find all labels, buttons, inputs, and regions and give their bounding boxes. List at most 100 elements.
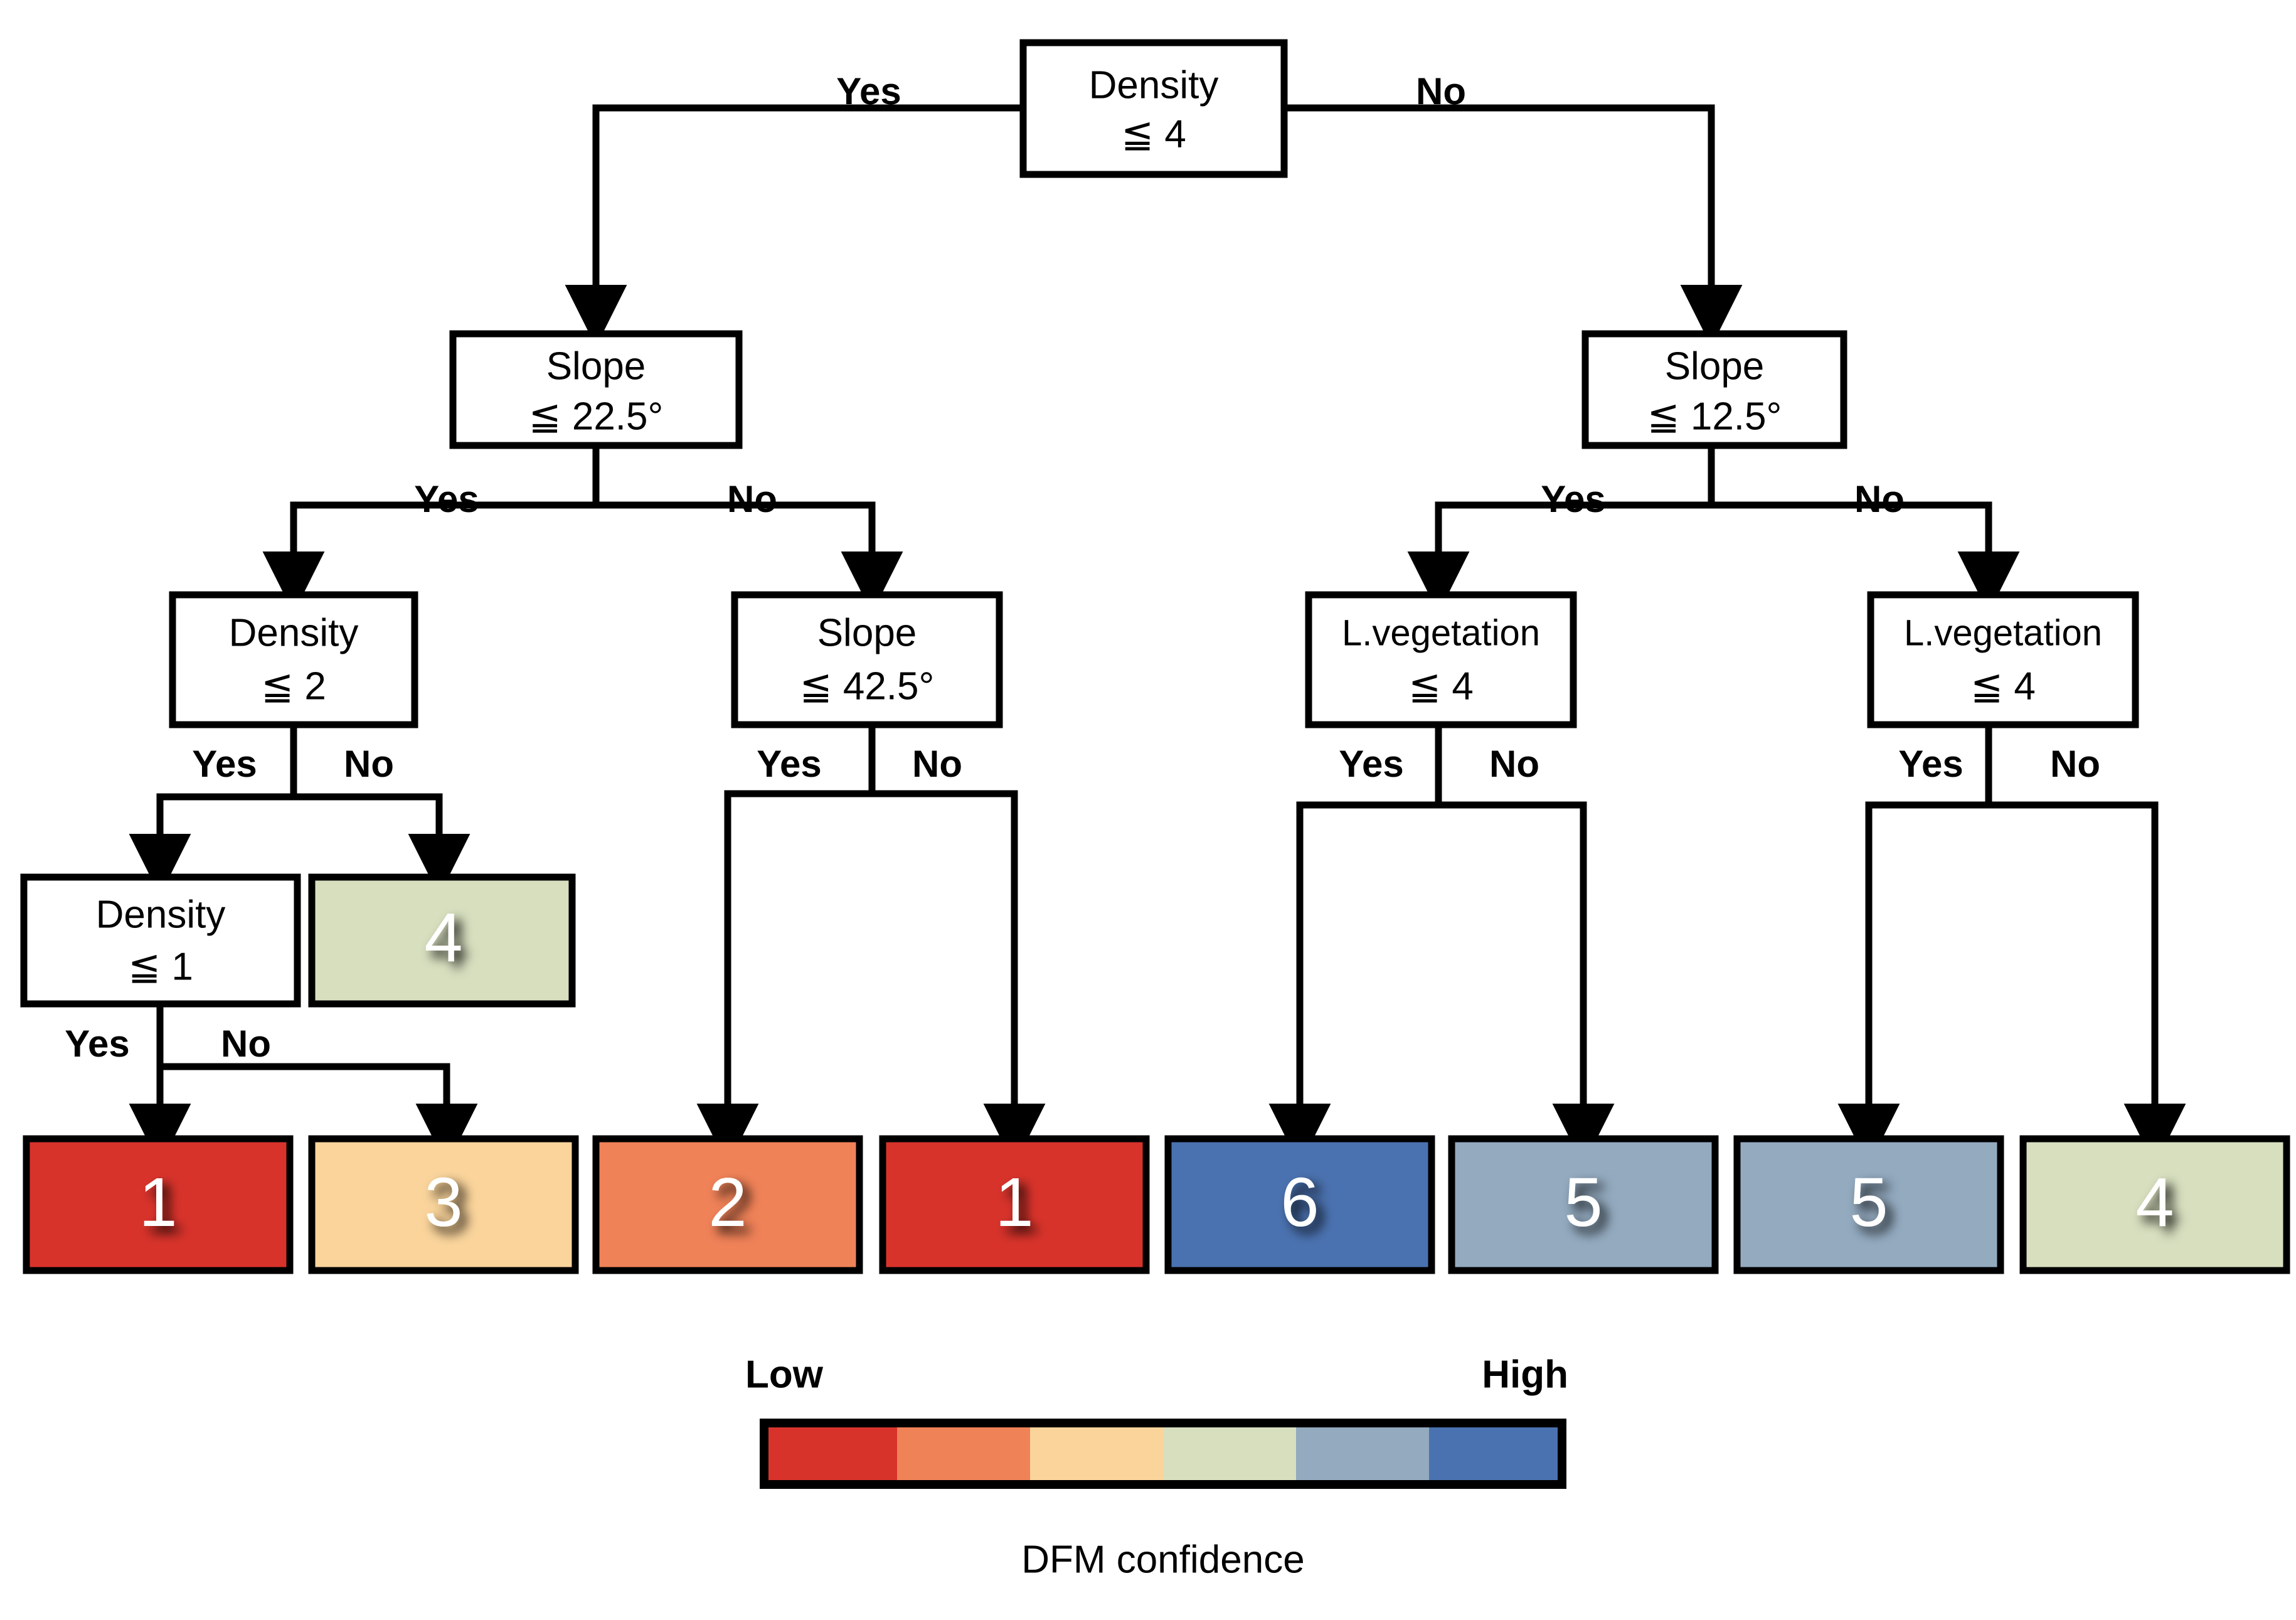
leaf-6-value: 6: [1280, 1164, 1319, 1241]
colorbar-swatch-3: [1030, 1423, 1163, 1484]
leaf-row: 1 3 2 1 6 5 5: [23, 1135, 2290, 1274]
node-lveg-right-box[interactable]: [1867, 591, 2139, 728]
node-slope-right-threshold: ≦ 12.5°: [1647, 395, 1782, 438]
legend-low-label: Low: [745, 1353, 824, 1396]
edge-label-lveg-right-no: No: [2050, 743, 2100, 785]
edge-label-slope425-no: No: [912, 743, 962, 785]
node-slope-right-variable: Slope: [1665, 344, 1765, 388]
node-slope425-threshold: ≦ 42.5°: [800, 664, 935, 708]
leaf-5b-box[interactable]: [1733, 1135, 2004, 1274]
colorbar: [760, 1419, 1566, 1489]
edge-slope-right-no: [1708, 445, 2020, 614]
edge-density1-no: [156, 1004, 478, 1166]
edge-density2-no: [290, 728, 470, 896]
node-density1-threshold: ≦ 1: [128, 945, 193, 988]
node-slope-right-box[interactable]: [1581, 330, 1847, 449]
edge-label-slope425-yes: Yes: [757, 743, 821, 785]
edge-lveg-left-yes: [1268, 728, 1442, 1166]
leaf-6[interactable]: 6: [1164, 1135, 1435, 1274]
leaf-mid-4-box[interactable]: [308, 873, 576, 1008]
leaf-4[interactable]: 4: [2019, 1135, 2290, 1274]
leaf-3-box[interactable]: [308, 1135, 579, 1274]
node-lveg-right-threshold: ≦ 4: [1970, 664, 2036, 708]
node-lveg-left-box[interactable]: [1305, 591, 1577, 728]
leaf-6-box[interactable]: [1164, 1135, 1435, 1274]
edge-label-slope-left-yes: Yes: [414, 478, 479, 520]
edge-label-slope-right-yes: Yes: [1541, 478, 1605, 520]
edge-root-yes: [565, 104, 1023, 347]
leaf-2[interactable]: 2: [592, 1135, 863, 1274]
node-lveg-right-variable: L.vegetation: [1904, 612, 2102, 653]
edge-label-density2-yes: Yes: [192, 743, 257, 785]
leaf-1a-value: 1: [139, 1164, 177, 1241]
leaf-5b[interactable]: 5: [1733, 1135, 2004, 1274]
colorbar-frame: [760, 1419, 1566, 1489]
edge-slope425-no: [868, 728, 1046, 1166]
leaf-1a[interactable]: 1: [23, 1135, 294, 1274]
edge-label-lveg-right-yes: Yes: [1898, 743, 1963, 785]
edge-lveg-left-no: [1435, 728, 1615, 1166]
node-slope-right[interactable]: Slope ≦ 12.5°: [1581, 330, 1847, 449]
leaf-5a-box[interactable]: [1448, 1135, 1719, 1274]
node-lveg-left-variable: L.vegetation: [1342, 612, 1540, 653]
node-slope-left-threshold: ≦ 22.5°: [529, 395, 664, 438]
edge-labels-layer: Yes No Yes No Yes No Yes No Yes No Yes N…: [65, 70, 2100, 1065]
leaf-2-box[interactable]: [592, 1135, 863, 1274]
leaf-5a-value: 5: [1564, 1164, 1602, 1241]
leaf-1b-value: 1: [995, 1164, 1033, 1241]
node-slope425-variable: Slope: [817, 611, 917, 654]
colorbar-swatch-1: [764, 1423, 897, 1484]
legend: Low High DFM confidence: [745, 1353, 1568, 1581]
node-density1-box[interactable]: [20, 873, 301, 1008]
leaf-mid-4-value: 4: [424, 899, 462, 976]
colorbar-swatch-4: [1163, 1423, 1296, 1484]
colorbar-swatch-6: [1429, 1423, 1562, 1484]
node-lveg-left-threshold: ≦ 4: [1408, 664, 1474, 708]
leaf-3[interactable]: 3: [308, 1135, 579, 1274]
edge-label-slope-right-no: No: [1854, 478, 1905, 520]
node-density1-variable: Density: [96, 893, 226, 936]
leaf-1b-box[interactable]: [879, 1135, 1150, 1274]
leaf-3-value: 3: [424, 1164, 462, 1241]
leaf-1b[interactable]: 1: [879, 1135, 1150, 1274]
legend-high-label: High: [1482, 1353, 1568, 1396]
node-lveg-left[interactable]: L.vegetation ≦ 4: [1305, 591, 1577, 728]
edge-label-slope-left-no: No: [727, 478, 777, 520]
node-density2-variable: Density: [229, 611, 359, 654]
edge-lveg-right-yes: [1837, 728, 1992, 1166]
node-slope-left[interactable]: Slope ≦ 22.5°: [449, 330, 743, 449]
legend-title: DFM confidence: [1021, 1538, 1304, 1581]
edge-label-root-yes: Yes: [836, 70, 901, 112]
node-slope-left-box[interactable]: [449, 330, 743, 449]
node-density2-box[interactable]: [169, 591, 418, 728]
node-slope425-box[interactable]: [731, 591, 1003, 728]
colorbar-swatch-2: [897, 1423, 1030, 1484]
edge-slope425-yes: [696, 728, 876, 1166]
leaf-4-value: 4: [2135, 1164, 2174, 1241]
node-density1[interactable]: Density ≦ 1: [20, 873, 301, 1008]
leaf-mid-4[interactable]: 4: [308, 873, 576, 1008]
node-density2[interactable]: Density ≦ 2: [169, 591, 418, 728]
edge-slope-left-no: [592, 445, 903, 614]
edge-label-density1-no: No: [221, 1023, 271, 1065]
leaf-5b-value: 5: [1849, 1164, 1888, 1241]
node-lveg-right[interactable]: L.vegetation ≦ 4: [1867, 591, 2139, 728]
leaf-1a-box[interactable]: [23, 1135, 294, 1274]
edge-root-no: [1284, 104, 1743, 347]
edge-label-lveg-left-no: No: [1489, 743, 1539, 785]
node-density2-threshold: ≦ 2: [261, 664, 326, 708]
connectors-layer: [129, 104, 2186, 1166]
edge-label-density1-yes: Yes: [65, 1023, 129, 1065]
node-root-box[interactable]: [1019, 39, 1288, 178]
edge-label-lveg-left-yes: Yes: [1339, 743, 1403, 785]
edge-lveg-right-no: [1985, 728, 2186, 1166]
node-slope425[interactable]: Slope ≦ 42.5°: [731, 591, 1003, 728]
leaf-5a[interactable]: 5: [1448, 1135, 1719, 1274]
node-slope-left-variable: Slope: [546, 344, 646, 388]
node-root[interactable]: Density ≦ 4: [1019, 39, 1288, 178]
edge-label-root-no: No: [1416, 70, 1466, 112]
leaf-4-box[interactable]: [2019, 1135, 2290, 1274]
colorbar-swatch-5: [1296, 1423, 1429, 1484]
